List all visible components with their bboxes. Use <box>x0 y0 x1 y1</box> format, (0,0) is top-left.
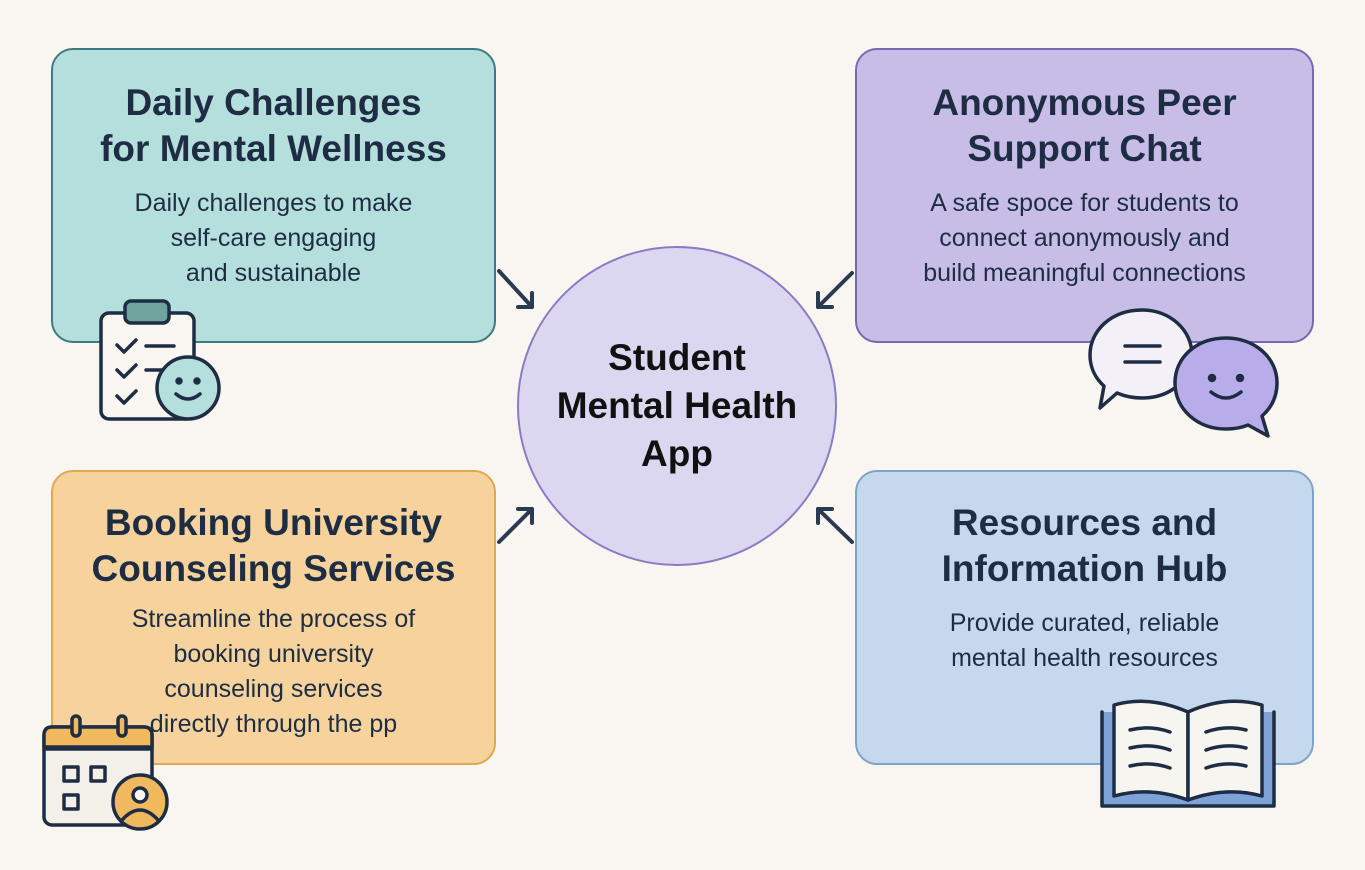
calendar-user-icon <box>42 714 169 831</box>
feature-description: A safe spoce for students to connect ano… <box>923 189 1246 287</box>
feature-card-daily-challenges: Daily Challenges for Mental Wellness Dai… <box>51 48 496 343</box>
open-book-icon <box>1100 699 1276 808</box>
feature-card-peer-support: Anonymous Peer Support Chat A safe spoce… <box>855 48 1314 343</box>
arrow-icon <box>816 507 854 544</box>
arrow-icon <box>497 269 534 309</box>
feature-card-booking-counseling: Booking University Counseling Services S… <box>51 470 496 765</box>
chat-bubbles-icon <box>1088 308 1279 438</box>
central-hub-circle: Student Mental Health App <box>517 246 837 566</box>
feature-card-resources-hub: Resources and Information Hub Provide cu… <box>855 470 1314 765</box>
center-title: Student Mental Health App <box>556 337 798 474</box>
arrow-icon <box>497 507 534 544</box>
feature-title: Anonymous Peer Support Chat <box>932 82 1237 169</box>
feature-description: Streamline the process of booking univer… <box>131 605 416 738</box>
feature-description: Provide curated, reliable mental health … <box>949 609 1220 672</box>
feature-title: Booking University Counseling Services <box>91 502 456 589</box>
feature-title: Daily Challenges for Mental Wellness <box>100 82 447 169</box>
clipboard-smiley-icon <box>99 299 221 421</box>
arrow-icon <box>816 271 854 309</box>
feature-title: Resources and Information Hub <box>941 502 1228 589</box>
feature-description: Daily challenges to make self-care engag… <box>134 189 413 287</box>
